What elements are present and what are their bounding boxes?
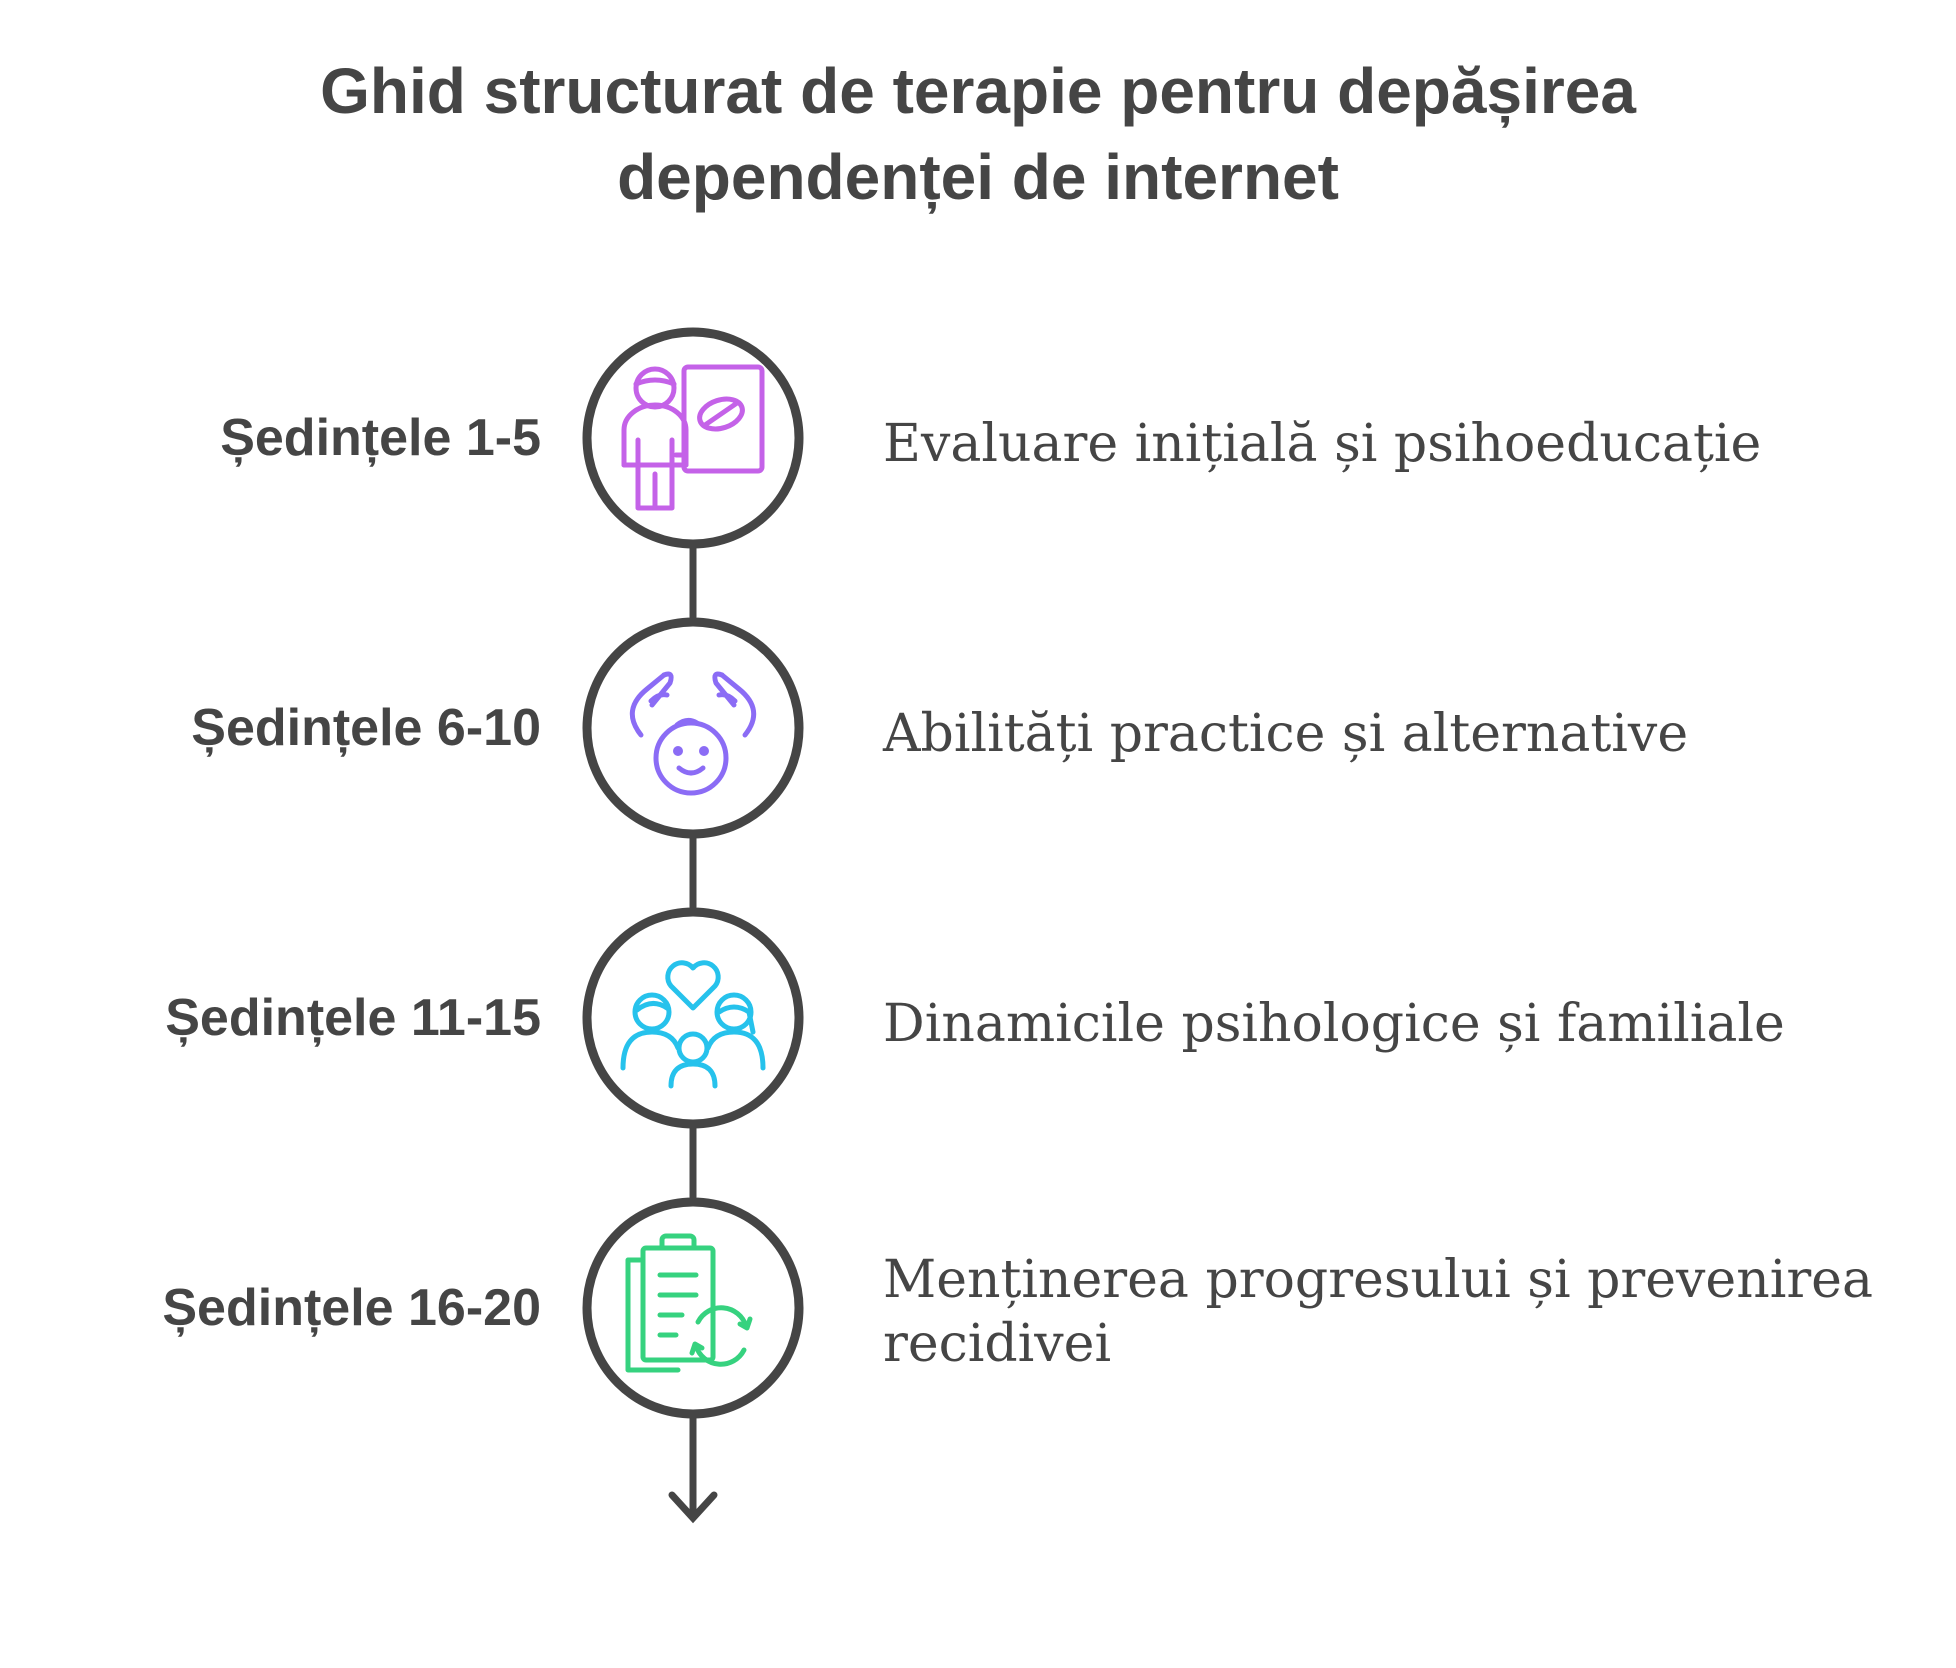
step-label-4: Ședințele 16-20 xyxy=(162,1279,541,1337)
step-label-2: Ședințele 6-10 xyxy=(191,699,541,757)
step-circle-2 xyxy=(582,617,804,839)
family-heart-icon xyxy=(620,960,766,1089)
step-circle-3 xyxy=(582,907,804,1129)
step-description-3: Dinamicile psihologice și familiale xyxy=(883,994,1785,1054)
step-label-3: Ședințele 11-15 xyxy=(165,989,541,1047)
presentation-teacher-icon xyxy=(621,364,765,511)
diagram-title: Ghid structurat de terapie pentru depăși… xyxy=(0,48,1956,220)
step-description-2: Abilități practice și alternative xyxy=(883,704,1689,764)
clipboard-cycle-icon xyxy=(625,1233,753,1373)
step-description-4: Menținerea progresului și prevenirea rec… xyxy=(883,1250,1873,1374)
arrow-down-icon xyxy=(668,1491,718,1524)
hands-care-child-icon xyxy=(629,671,757,796)
step-description-1: Evaluare inițială și psihoeducație xyxy=(883,414,1762,474)
step-circle-1 xyxy=(582,327,804,549)
title-line-1: Ghid structurat de terapie pentru depăși… xyxy=(320,55,1636,127)
step-label-1: Ședințele 1-5 xyxy=(220,409,541,467)
title-line-2: dependenței de internet xyxy=(617,141,1339,213)
step-circle-4 xyxy=(582,1197,804,1419)
